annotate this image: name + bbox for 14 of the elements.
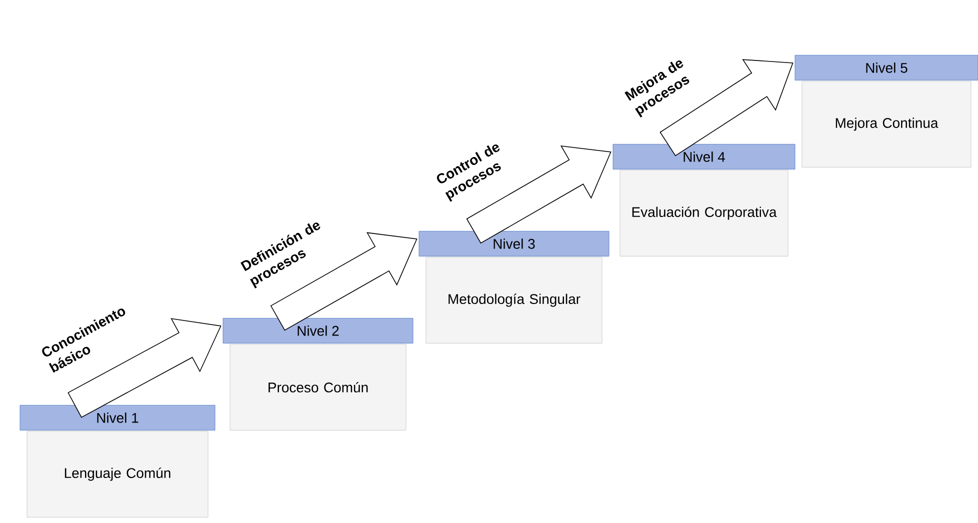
block-arrow (660, 59, 794, 156)
block-arrow (68, 318, 222, 418)
level-box: Lenguaje Común (26, 431, 208, 518)
level-box: Proceso Común (230, 344, 406, 430)
block-arrow (466, 146, 612, 244)
level-box: Metodología Singular (426, 257, 602, 344)
level-box: Mejora Continua (802, 81, 972, 168)
level-box: Evaluación Corporativa (620, 170, 788, 256)
level-header: Nivel 2 (222, 318, 414, 344)
level-header: Nivel 4 (612, 144, 796, 170)
level-header: Nivel 3 (418, 231, 610, 256)
block-arrow (270, 232, 418, 331)
level-header: Nivel 1 (20, 405, 216, 430)
level-header: Nivel 5 (794, 55, 978, 80)
